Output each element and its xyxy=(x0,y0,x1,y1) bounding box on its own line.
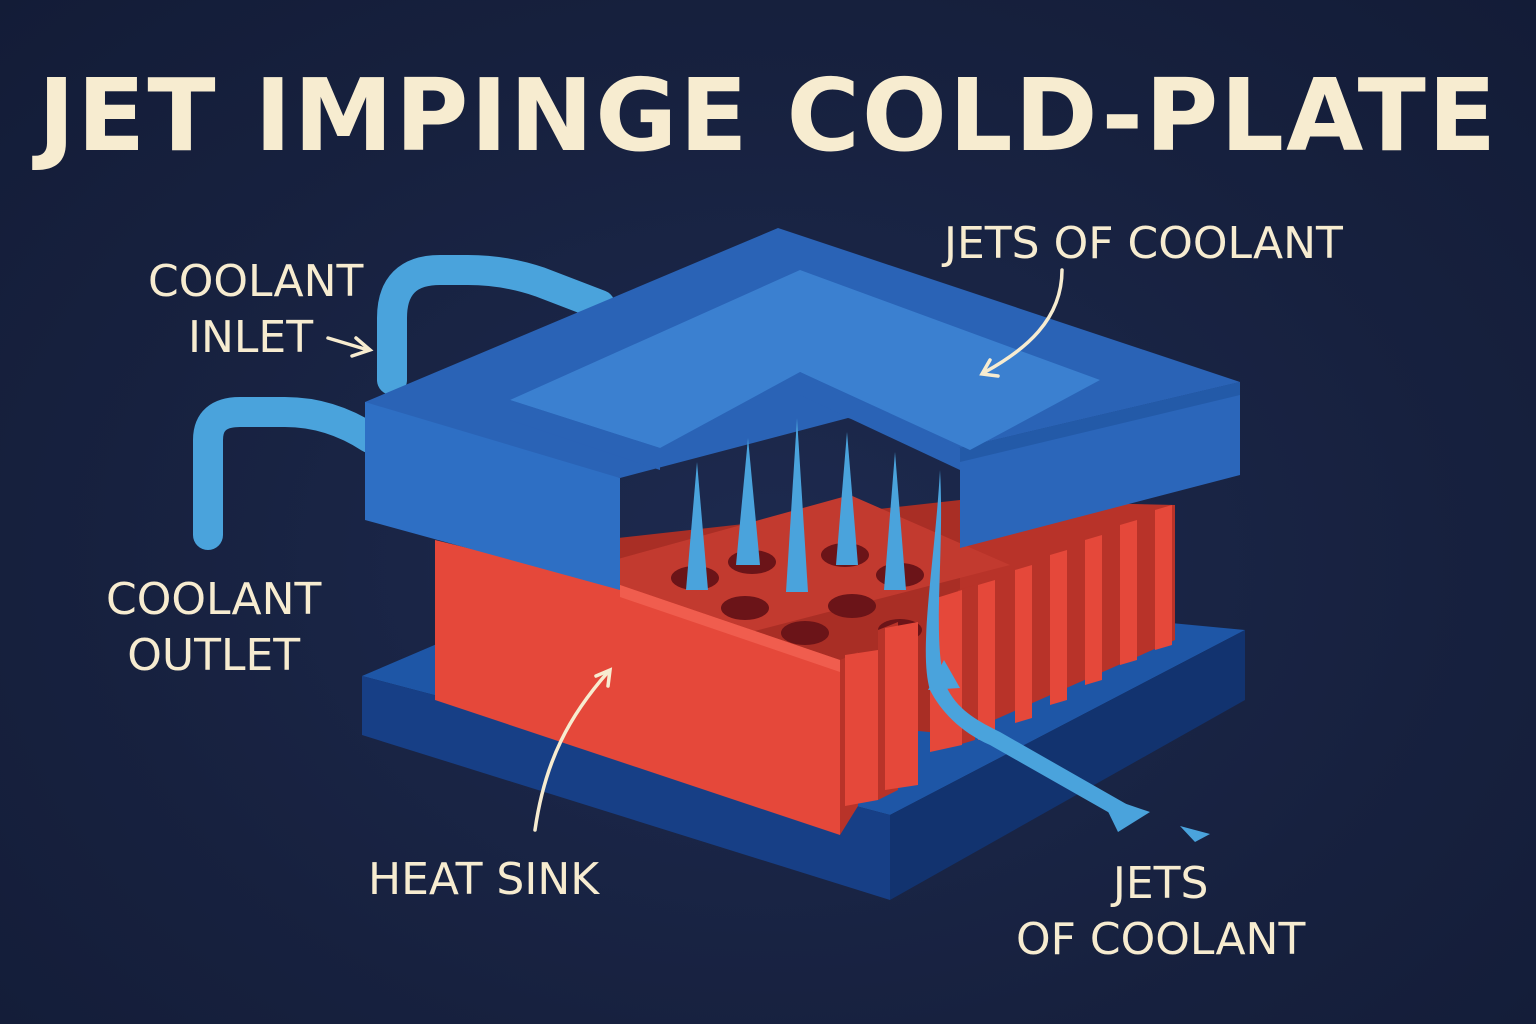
heat-sink-arrow xyxy=(533,670,610,832)
jets-top-arrow xyxy=(983,268,1064,374)
label-coolant-inlet-line2: INLET xyxy=(188,312,314,363)
inlet-tube xyxy=(377,255,615,395)
heat-sink-front xyxy=(435,540,840,835)
label-coolant-outlet-line2: OUTLET xyxy=(127,630,301,681)
label-coolant-inlet-line1: COOLANT xyxy=(148,256,364,307)
fins-front xyxy=(840,585,975,835)
fins-right xyxy=(978,505,1172,740)
label-coolant-outlet-line1: COOLANT xyxy=(106,574,322,625)
jet-flow-right xyxy=(925,470,1128,820)
inlet-arrow-head xyxy=(350,336,374,358)
diagram-title: JET IMPINGE COLD-PLATE xyxy=(37,57,1499,174)
coolant-tubes xyxy=(193,255,615,550)
jets-top-arrow-head xyxy=(979,358,1000,378)
jet xyxy=(884,452,906,590)
label-jets-of-coolant-bottom: JETS OF COOLANT xyxy=(1016,856,1305,968)
label-coolant-inlet: COOLANT INLET xyxy=(148,254,363,366)
label-jets-bottom-line1: JETS xyxy=(1112,858,1209,909)
jet xyxy=(836,432,858,565)
coolant-jets xyxy=(686,418,1210,842)
jet xyxy=(736,438,760,565)
jet xyxy=(786,418,808,592)
jet xyxy=(686,462,708,590)
flow-up-arrowhead xyxy=(928,660,960,690)
label-jets-of-coolant-top: JETS OF COOLANT xyxy=(944,218,1343,269)
label-jets-bottom-line2: OF COOLANT xyxy=(1016,914,1306,965)
top-plate xyxy=(365,228,1240,590)
outlet-tube xyxy=(193,397,385,550)
label-heat-sink: HEAT SINK xyxy=(368,854,600,905)
annotation-arrows xyxy=(326,268,1064,832)
inlet-arrow xyxy=(326,336,370,352)
label-coolant-outlet: COOLANT OUTLET xyxy=(106,572,321,684)
flow-arrowhead-small xyxy=(1180,826,1210,842)
heat-sink-arrow-head xyxy=(594,667,613,688)
flow-arrowhead xyxy=(1100,795,1150,832)
